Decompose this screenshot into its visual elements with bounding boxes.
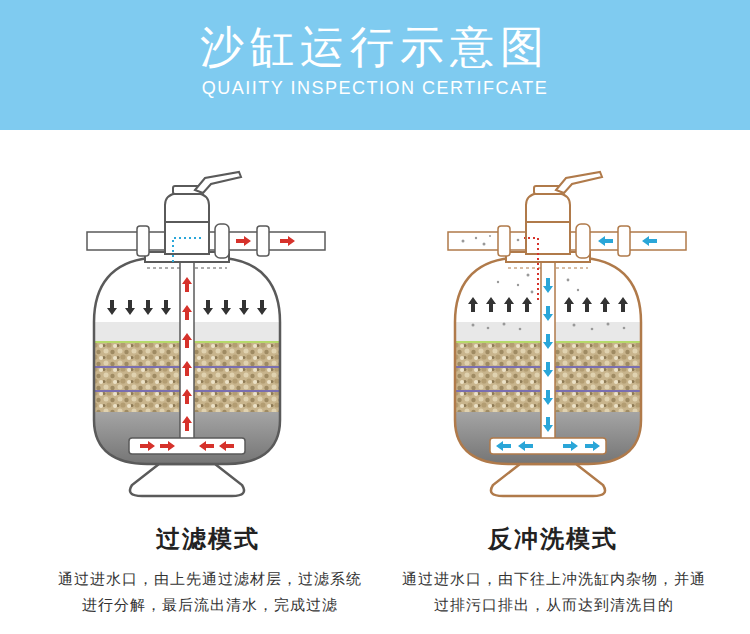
title-banner — [0, 0, 750, 130]
backwash-tank — [448, 172, 686, 496]
mode-description: 通过进水口，由上先通过滤材层，过滤系统 进行分解，最后流出清水，完成过滤 — [54, 566, 366, 618]
mode-description: 通过进水口，由下往上冲洗缸内杂物，并通 过排污口排出，从而达到清洗目的 — [398, 566, 710, 618]
subtitle: QUAIITY INSPECTION CERTIFCATE — [35, 77, 715, 99]
mode-heading: 反冲洗模式 — [393, 524, 713, 554]
mode-heading: 过滤模式 — [48, 524, 368, 554]
filter-tank — [87, 172, 325, 496]
page-title: 沙缸运行示意图 — [35, 21, 715, 73]
